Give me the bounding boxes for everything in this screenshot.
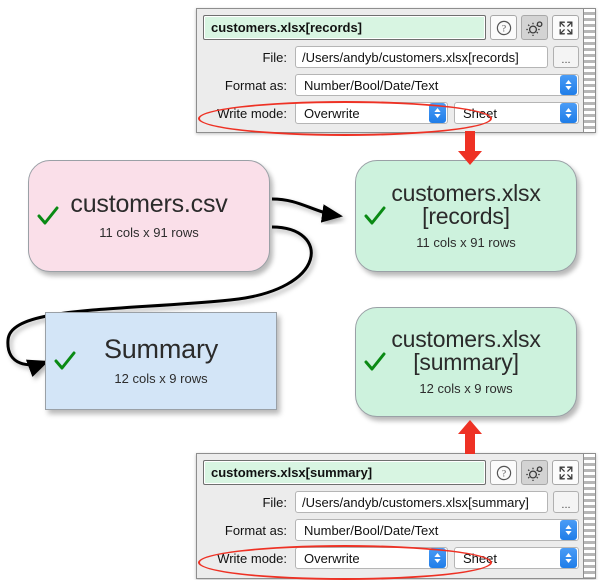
panel-resize-edge[interactable] bbox=[583, 9, 595, 132]
write-mode-label: Write mode: bbox=[217, 105, 287, 121]
write-mode-select-value: Overwrite bbox=[304, 550, 360, 566]
write-target-select[interactable]: Sheet bbox=[454, 102, 579, 124]
browse-button[interactable]: ... bbox=[553, 491, 579, 513]
format-select-value: Number/Bool/Date/Text bbox=[304, 77, 439, 93]
panel-header: customers.xlsx[records] ? bbox=[203, 15, 579, 40]
graph-node-customers-csv[interactable]: customers.csv 11 cols x 91 rows bbox=[28, 160, 270, 272]
svg-text:?: ? bbox=[501, 24, 505, 34]
file-label: File: bbox=[262, 49, 287, 65]
panel-resize-edge[interactable] bbox=[583, 454, 595, 578]
graph-node-summary[interactable]: Summary 12 cols x 9 rows bbox=[45, 312, 277, 410]
graph-node-customers-xlsx-summary[interactable]: customers.xlsx [summary] 12 cols x 9 row… bbox=[355, 307, 577, 417]
write-mode-row: Write mode: Overwrite Sheet bbox=[203, 546, 579, 570]
file-row: File: /Users/andyb/customers.xlsx[summar… bbox=[203, 490, 579, 514]
browse-button[interactable]: ... bbox=[553, 46, 579, 68]
question-mark-icon[interactable]: ? bbox=[490, 15, 517, 40]
chevron-updown-icon[interactable] bbox=[560, 103, 577, 123]
write-mode-select[interactable]: Overwrite bbox=[295, 102, 448, 124]
panel-name-field[interactable]: customers.xlsx[summary] bbox=[203, 460, 486, 485]
expand-arrows-icon[interactable] bbox=[552, 15, 579, 40]
graph-node-customers-xlsx-records[interactable]: customers.xlsx [records] 11 cols x 91 ro… bbox=[355, 160, 577, 272]
node-title: Summary bbox=[103, 334, 219, 365]
file-row: File: /Users/andyb/customers.xlsx[record… bbox=[203, 45, 579, 69]
node-subtitle: 11 cols x 91 rows bbox=[99, 224, 199, 240]
node-title-line1: customers.xlsx bbox=[391, 179, 541, 206]
write-target-select-value: Sheet bbox=[463, 550, 497, 566]
node-subtitle: 11 cols x 91 rows bbox=[416, 235, 516, 251]
checkmark-icon bbox=[52, 348, 78, 374]
format-row: Format as: Number/Bool/Date/Text bbox=[203, 73, 579, 97]
properties-panel-records[interactable]: customers.xlsx[records] ? bbox=[196, 8, 596, 133]
question-mark-icon[interactable]: ? bbox=[490, 460, 517, 485]
format-label: Format as: bbox=[224, 522, 287, 538]
file-input[interactable]: /Users/andyb/customers.xlsx[summary] bbox=[295, 491, 548, 513]
edge-csv-to-records bbox=[271, 197, 343, 223]
checkmark-icon bbox=[362, 203, 388, 229]
expand-arrows-icon[interactable] bbox=[552, 460, 579, 485]
node-subtitle: 12 cols x 9 rows bbox=[419, 381, 513, 397]
write-target-select-value: Sheet bbox=[463, 105, 497, 121]
node-title: customers.xlsx [summary] bbox=[391, 325, 541, 375]
format-select-value: Number/Bool/Date/Text bbox=[304, 522, 439, 538]
file-label: File: bbox=[262, 494, 287, 510]
panel-header: customers.xlsx[summary] ? bbox=[203, 460, 579, 485]
node-title: customers.csv bbox=[70, 190, 228, 219]
format-label: Format as: bbox=[224, 77, 287, 93]
file-input[interactable]: /Users/andyb/customers.xlsx[records] bbox=[295, 46, 548, 68]
write-target-select[interactable]: Sheet bbox=[454, 547, 579, 569]
write-mode-label: Write mode: bbox=[217, 550, 287, 566]
node-title: customers.xlsx [records] bbox=[391, 179, 541, 229]
gear-icon[interactable] bbox=[521, 460, 548, 485]
format-select[interactable]: Number/Bool/Date/Text bbox=[295, 74, 579, 96]
checkmark-icon bbox=[35, 203, 61, 229]
node-subtitle: 12 cols x 9 rows bbox=[114, 370, 208, 386]
checkmark-icon bbox=[362, 349, 388, 375]
chevron-updown-icon[interactable] bbox=[429, 103, 446, 123]
chevron-updown-icon[interactable] bbox=[560, 520, 577, 540]
chevron-updown-icon[interactable] bbox=[560, 75, 577, 95]
properties-panel-summary[interactable]: customers.xlsx[summary] ? bbox=[196, 453, 596, 579]
node-title-line1: customers.xlsx bbox=[391, 325, 541, 352]
format-row: Format as: Number/Bool/Date/Text bbox=[203, 518, 579, 542]
node-title-line2: [summary] bbox=[413, 349, 519, 375]
write-mode-select[interactable]: Overwrite bbox=[295, 547, 448, 569]
write-mode-select-value: Overwrite bbox=[304, 105, 360, 121]
write-mode-row: Write mode: Overwrite Sheet bbox=[203, 101, 579, 125]
format-select[interactable]: Number/Bool/Date/Text bbox=[295, 519, 579, 541]
panel-name-field[interactable]: customers.xlsx[records] bbox=[203, 15, 486, 40]
gear-icon[interactable] bbox=[521, 15, 548, 40]
svg-text:?: ? bbox=[501, 469, 505, 479]
node-title-line2: [records] bbox=[422, 203, 510, 229]
chevron-updown-icon[interactable] bbox=[429, 548, 446, 568]
chevron-updown-icon[interactable] bbox=[560, 548, 577, 568]
